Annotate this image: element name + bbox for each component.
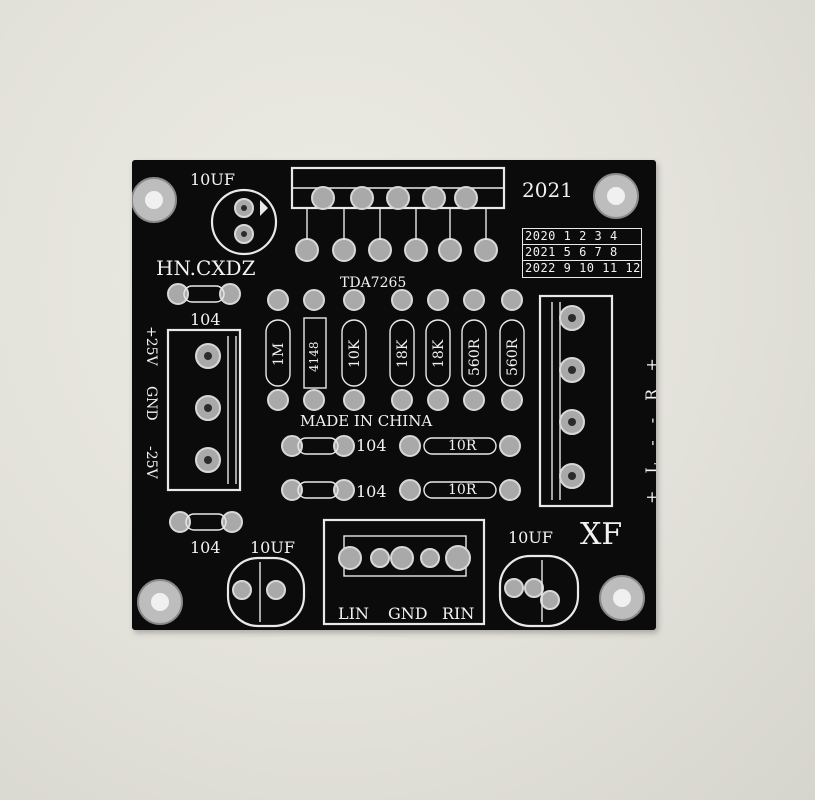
cap-label-top: 10UF (190, 170, 235, 189)
pcb-silkscreen-art (132, 166, 645, 628)
small-resistor-label: 10R (448, 438, 477, 454)
small-resistor-label: 10R (448, 482, 477, 498)
date-row: 2021 5 6 7 8 (523, 245, 641, 261)
power-label-minus: -25V (143, 446, 159, 479)
resistor-label: 18K (431, 339, 447, 368)
ceramic-cap-label: 104 (356, 482, 387, 501)
year-label: 2021 (522, 178, 573, 202)
ceramic-cap-label: 104 (190, 310, 221, 329)
date-row: 2022 9 10 11 12 (525, 261, 641, 275)
cap-label-bottom-left: 10UF (250, 538, 295, 557)
diode-label: 4148 (307, 341, 321, 372)
chip-label: TDA7265 (340, 275, 407, 291)
input-label-gnd: GND (388, 604, 428, 623)
pcb-board: 10UF HN.CXDZ 2021 TDA7265 2020 1 2 3 4 2… (132, 160, 656, 630)
resistor-label: 560R (467, 338, 483, 376)
origin-label: MADE IN CHINA (300, 412, 433, 430)
ceramic-cap-label: 104 (190, 538, 221, 557)
resistor-label: 18K (395, 339, 411, 368)
resistor-label: 1M (271, 342, 287, 366)
mounting-hole-top-left (132, 177, 177, 223)
ceramic-cap-label: 104 (356, 436, 387, 455)
mounting-hole-bottom-right (599, 575, 645, 621)
power-label-plus: +25V (143, 326, 159, 366)
date-code-table: 2020 1 2 3 4 2021 5 6 7 8 2022 9 10 11 1… (522, 228, 642, 278)
power-label-gnd: GND (143, 386, 159, 421)
input-label-right: RIN (442, 604, 475, 623)
input-label-left: LIN (338, 604, 369, 623)
resistor-label: 10K (347, 339, 363, 368)
maker-label: XF (580, 517, 623, 552)
mounting-hole-top-right (593, 173, 639, 219)
cap-label-bottom-right: 10UF (508, 528, 553, 547)
date-row: 2020 1 2 3 4 (523, 229, 641, 245)
resistor-label: 560R (505, 338, 521, 376)
brand-label: HN.CXDZ (156, 256, 256, 280)
output-labels: + L - - R + (642, 352, 656, 504)
mounting-hole-bottom-left (137, 579, 183, 625)
